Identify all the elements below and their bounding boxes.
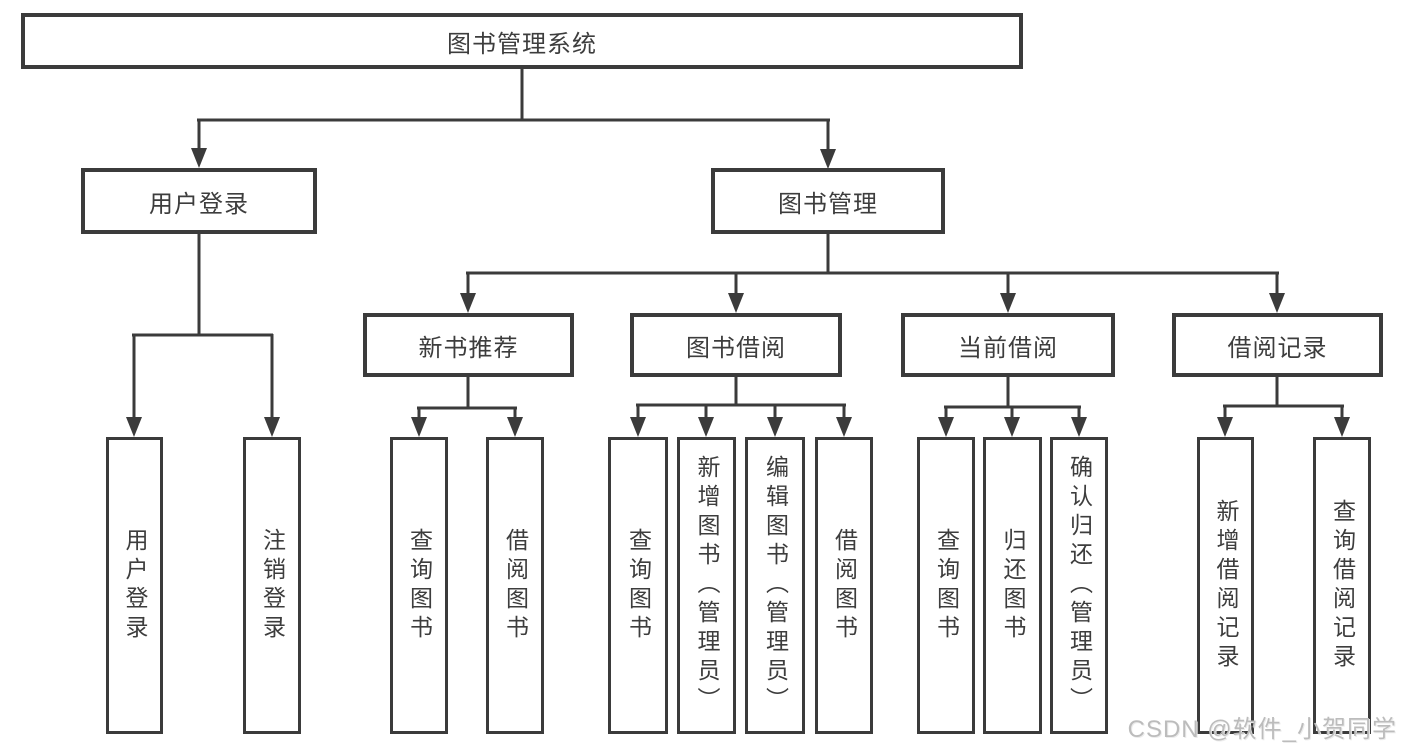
leaf-current-confirm-return-admin: 确认归还（管理员） (1050, 437, 1108, 734)
leaf-record-query: 查询借阅记录 (1313, 437, 1371, 734)
leaf-borrow-add-books-admin: 新增图书（管理员） (677, 437, 736, 734)
node-book-borrowing: 图书借阅 (630, 313, 842, 377)
node-current-borrowing: 当前借阅 (901, 313, 1115, 377)
leaf-label: 确认归还（管理员） (1066, 455, 1093, 716)
leaf-label: 新增图书（管理员） (694, 455, 720, 716)
leaf-rec-query-books: 查询图书 (390, 437, 448, 734)
leaf-label: 查询图书 (933, 527, 960, 644)
leaf-label: 新增借阅记录 (1213, 498, 1239, 673)
leaf-label: 用户登录 (122, 527, 148, 644)
leaf-current-query-books: 查询图书 (917, 437, 975, 734)
leaf-label: 查询图书 (406, 527, 433, 644)
leaf-label: 编辑图书（管理员） (762, 455, 789, 716)
node-borrowing-records: 借阅记录 (1172, 313, 1383, 377)
connector-current-borrow-children (938, 377, 1087, 437)
leaf-current-return-books: 归还图书 (983, 437, 1042, 734)
leaf-label: 借阅图书 (502, 527, 529, 644)
leaf-borrow-query-books: 查询图书 (608, 437, 668, 734)
connector-user-login-children (126, 233, 280, 437)
connector-borrow-record-children (1217, 377, 1350, 437)
leaf-label: 查询图书 (625, 527, 652, 644)
node-book-management: 图书管理 (711, 168, 945, 234)
node-new-book-recommend: 新书推荐 (363, 313, 574, 377)
connector-book-mgmt-children (460, 233, 1285, 313)
node-user-login: 用户登录 (81, 168, 317, 234)
leaf-user-login: 用户登录 (106, 437, 163, 734)
connector-book-borrow-children (630, 377, 852, 437)
connector-new-book-rec-children (411, 377, 523, 437)
leaf-label: 借阅图书 (831, 527, 858, 644)
leaf-record-add: 新增借阅记录 (1197, 437, 1254, 734)
leaf-label: 查询借阅记录 (1329, 498, 1356, 673)
node-root: 图书管理系统 (21, 13, 1023, 69)
leaf-label: 注销登录 (259, 527, 286, 644)
leaf-logout: 注销登录 (243, 437, 301, 734)
leaf-rec-borrow-books: 借阅图书 (486, 437, 544, 734)
connector-root-to-level2 (191, 69, 836, 169)
leaf-borrow-borrow-books: 借阅图书 (815, 437, 873, 734)
leaf-label: 归还图书 (1000, 527, 1026, 644)
leaf-borrow-edit-books-admin: 编辑图书（管理员） (745, 437, 805, 734)
